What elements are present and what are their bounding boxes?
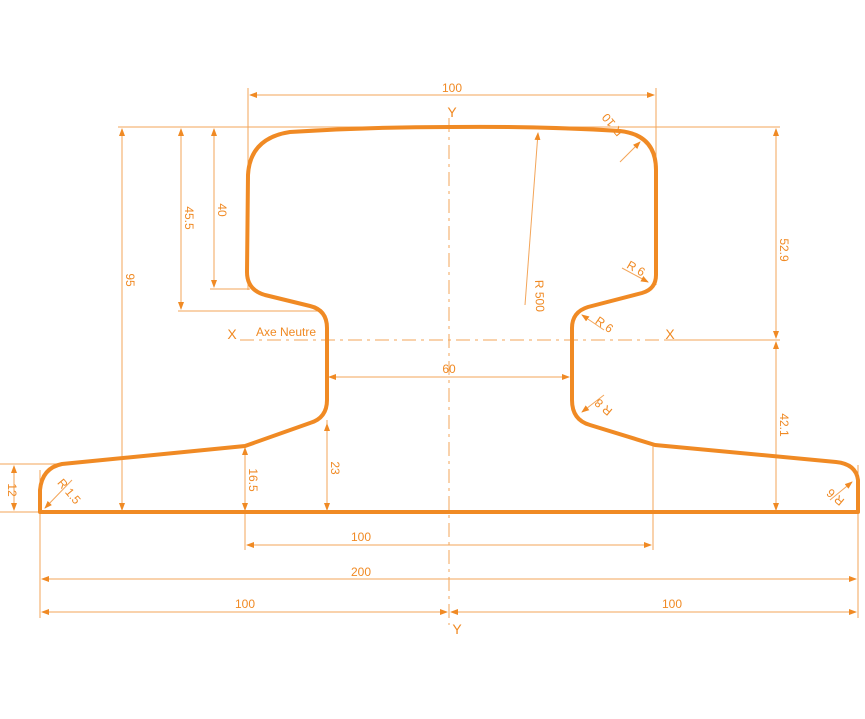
dim-half-left: 100	[235, 597, 255, 611]
dim-foot-inner-width: 100	[351, 530, 371, 544]
dimension-lines	[11, 92, 857, 615]
dim-head-depth-40: 40	[215, 203, 229, 217]
extension-lines	[0, 88, 860, 618]
y-axis-label-bottom: Y	[452, 621, 462, 637]
radius-web-bottom: R 8	[592, 395, 616, 418]
radius-head-under: R 6	[624, 258, 647, 280]
dim-web-bottom-height: 23	[328, 461, 342, 475]
neutral-axis-label: Axe Neutre	[256, 325, 316, 339]
dim-total-height: 95	[123, 273, 137, 287]
dim-foot-inner-height: 16.5	[246, 468, 260, 492]
radius-web-top: R 6	[593, 314, 617, 336]
dim-foot-width: 200	[351, 565, 371, 579]
radius-foot-left: R 1.5	[54, 476, 83, 507]
x-axis-label-left: X	[227, 326, 237, 342]
x-axis-label-right: X	[665, 326, 675, 342]
y-axis-label-top: Y	[447, 104, 457, 120]
dim-upper-to-neutral: 52.9	[777, 238, 791, 262]
dim-web-width: 60	[442, 362, 456, 376]
dim-head-width: 100	[442, 81, 462, 95]
radius-head-top: R 500	[532, 280, 547, 313]
dim-lower-to-neutral: 42.1	[777, 413, 791, 437]
rail-profile-outline	[38, 124, 860, 514]
dim-head-depth-45: 45.5	[182, 206, 196, 230]
dim-half-right: 100	[662, 597, 682, 611]
radius-head-corner: R 10	[599, 110, 626, 139]
dim-foot-edge-height: 12	[5, 483, 19, 497]
